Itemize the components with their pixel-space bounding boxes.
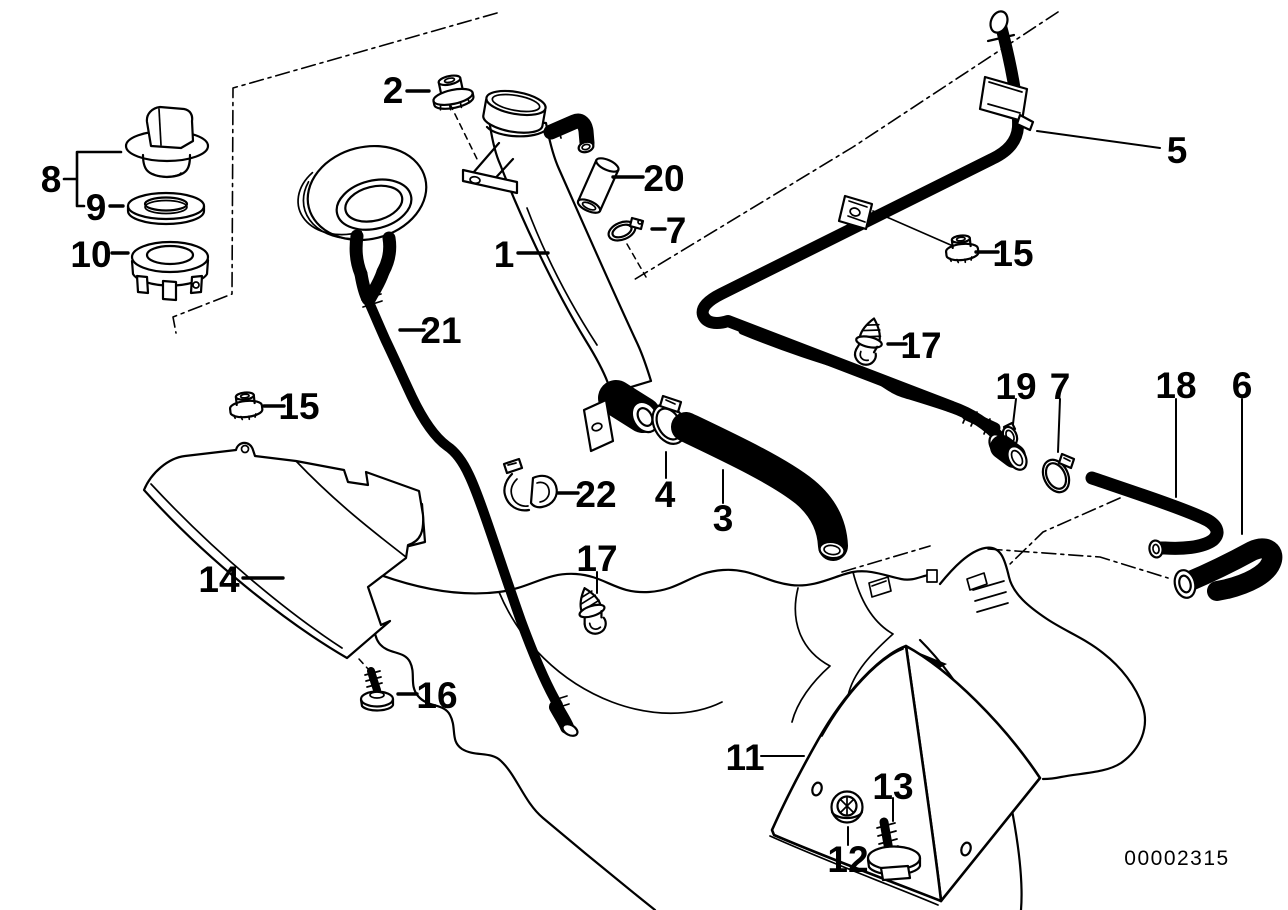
wheel-arch-cover [142, 441, 427, 660]
rubber-sleeve-20 [576, 157, 620, 214]
filler-vent-hose-6 [1173, 538, 1283, 601]
expanding-rivet-17-mid [571, 583, 613, 639]
hex-nut-15-right [943, 232, 981, 266]
vent-hose-21 [363, 295, 579, 737]
vent-float-unit [297, 144, 428, 308]
callout-6[interactable]: 6 [1232, 365, 1253, 406]
callout-14[interactable]: 14 [198, 559, 240, 600]
filler-pipe [461, 89, 661, 453]
hex-nut-15-left [227, 389, 265, 423]
callout-2[interactable]: 2 [383, 70, 404, 111]
callout-22[interactable]: 22 [575, 474, 616, 515]
callout-19[interactable]: 19 [995, 366, 1036, 407]
callout-10[interactable]: 10 [70, 234, 111, 275]
pipe-5-end-fitting [988, 433, 1028, 471]
screw-13 [866, 817, 922, 882]
callout-4[interactable]: 4 [655, 474, 676, 515]
callout-7-mid[interactable]: 7 [1050, 366, 1071, 407]
torx-nut-12 [830, 790, 864, 824]
callout-5[interactable]: 5 [1167, 130, 1188, 171]
leader-lines [108, 89, 1243, 846]
callout-3[interactable]: 3 [713, 498, 734, 539]
callout-1[interactable]: 1 [494, 234, 515, 275]
fuel-tank-outline [290, 546, 1147, 910]
cap-seal-ring [126, 191, 206, 226]
callout-20[interactable]: 20 [643, 158, 684, 199]
pipe-clamp-22 [502, 457, 558, 512]
callout-17-mid[interactable]: 17 [576, 538, 617, 579]
callout-8[interactable]: 8 [41, 159, 62, 200]
fuel-cap [124, 105, 210, 179]
protection-plate [769, 644, 1042, 906]
callout-16[interactable]: 16 [416, 675, 457, 716]
callout-17-top[interactable]: 17 [900, 325, 941, 366]
callout-7-top[interactable]: 7 [666, 210, 687, 251]
expanding-rivet-17-top [850, 314, 888, 369]
screw-16 [359, 667, 395, 712]
callout-12[interactable]: 12 [827, 839, 868, 880]
callout-21[interactable]: 21 [420, 310, 461, 351]
callout-9[interactable]: 9 [86, 187, 107, 228]
callout-8-bracket [62, 150, 123, 208]
hex-nut-2 [432, 74, 475, 111]
vent-line-on-pipe-5 [738, 327, 1001, 435]
filler-hose-3 [671, 412, 848, 561]
phantom-lines [172, 11, 1169, 671]
hose-clamp-7-top [607, 216, 645, 242]
callout-13[interactable]: 13 [872, 766, 913, 807]
callout-18[interactable]: 18 [1155, 365, 1196, 406]
callout-15-left[interactable]: 15 [278, 386, 319, 427]
vent-pipe-5 [696, 10, 1035, 457]
vent-hose-18 [1085, 471, 1224, 559]
drawing-number: 00002315 [1124, 847, 1229, 870]
callout-15-right[interactable]: 15 [992, 233, 1033, 274]
callout-11[interactable]: 11 [725, 737, 764, 778]
hose-clamp-7-mid [1041, 452, 1076, 494]
cap-locking-ring [130, 240, 210, 302]
